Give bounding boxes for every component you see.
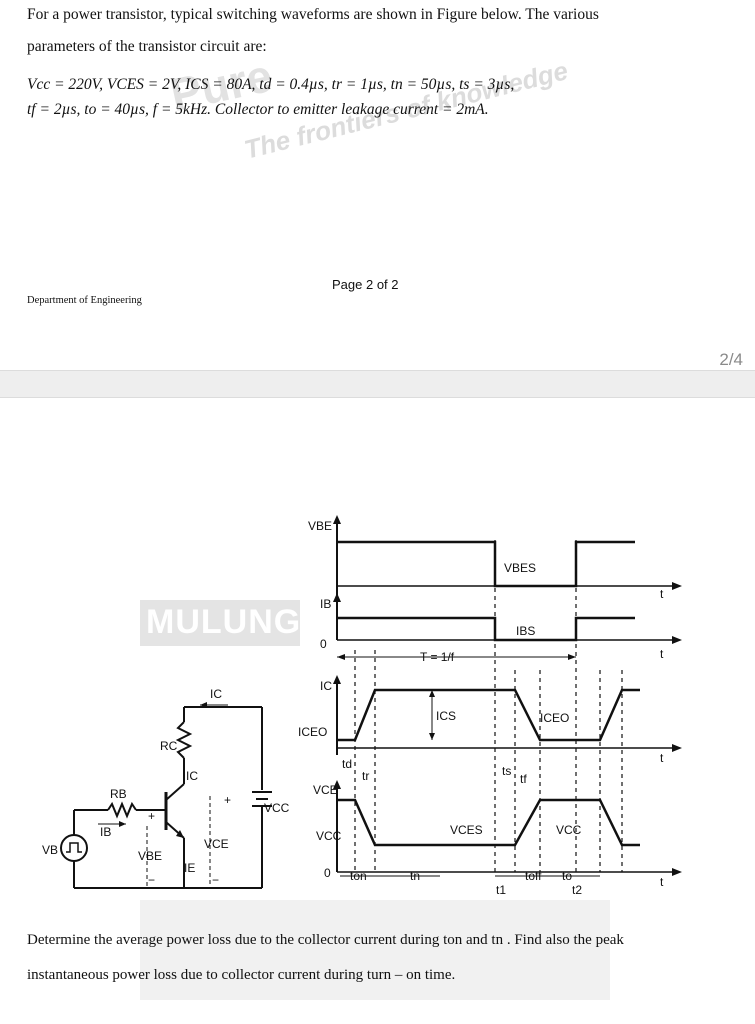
label-ton: ton	[350, 869, 367, 883]
label-t1: t1	[496, 883, 506, 897]
label-t-axis-2: t	[660, 647, 664, 661]
problem-text-line-2: parameters of the transistor circuit are…	[27, 38, 267, 55]
circuit-label-ib: IB	[100, 825, 111, 839]
label-ics: ICS	[436, 709, 456, 723]
circuit-label-minus-2: −	[212, 873, 219, 887]
circuit-label-vbe: VBE	[138, 849, 162, 863]
label-tr: tr	[362, 769, 369, 783]
circuit-label-vce: VCE	[204, 837, 229, 851]
switching-waveform-figure: VBE IB 0 IC ICEO VCE VCC 0 VBES IBS ICS …	[42, 515, 682, 897]
label-vbe: VBE	[308, 519, 332, 533]
circuit-label-ie: IE	[184, 861, 195, 875]
problem-params-line-2: tf = 2µs, to = 40µs, f = 5kHz. Collector…	[27, 101, 489, 118]
circuit-label-plus-2: +	[224, 793, 231, 807]
document-page-1: Pure The frontiers of knowledge For a po…	[0, 0, 755, 370]
label-vces: VCES	[450, 823, 483, 837]
rc-resistor	[175, 721, 193, 759]
label-vcc-left: VCC	[316, 829, 342, 843]
label-zero-vce: 0	[324, 866, 331, 880]
question-line-1: Determine the average power loss due to …	[27, 932, 624, 948]
watermark-logo-shade	[140, 900, 610, 1000]
label-zero-ib: 0	[320, 637, 327, 651]
problem-text-line-1: For a power transistor, typical switchin…	[27, 6, 599, 23]
label-period: T = 1/f	[420, 650, 455, 664]
label-iceo-right: ICEO	[540, 711, 569, 725]
label-t2: t2	[572, 883, 582, 897]
label-vcc-right: VCC	[556, 823, 582, 837]
rb-resistor	[107, 801, 137, 819]
circuit-label-minus-1: −	[148, 873, 155, 887]
label-to: to	[562, 869, 572, 883]
page-divider	[0, 370, 755, 398]
vbe-waveform	[337, 540, 635, 588]
label-t-axis-3: t	[660, 751, 664, 765]
problem-params-line-1: Vcc = 220V, VCES = 2V, ICS = 80A, td = 0…	[27, 76, 515, 93]
circuit-label-vcc: VCC	[264, 801, 290, 815]
circuit-label-vb: VB	[42, 843, 58, 857]
label-t-axis-1: t	[660, 587, 664, 601]
circuit-label-plus-1: +	[148, 809, 155, 823]
vce-waveform	[337, 798, 640, 847]
page-footer-number: Page 2 of 2	[332, 277, 399, 292]
label-ts: ts	[502, 764, 511, 778]
label-tn: tn	[410, 869, 420, 883]
circuit-label-ic-mid: IC	[186, 769, 198, 783]
watermark-logo-block	[140, 600, 300, 646]
base-source-symbol	[60, 834, 88, 862]
circuit-label-rc: RC	[160, 739, 178, 753]
label-toff: toff	[525, 869, 542, 883]
ic-waveform	[337, 688, 640, 742]
ib-waveform	[337, 616, 635, 642]
label-td: td	[342, 757, 352, 771]
watermark-logo-text: MULUNG	[146, 603, 302, 641]
page-footer-department: Department of Engineering	[27, 295, 142, 306]
label-iceo-left: ICEO	[298, 725, 327, 739]
label-vce: VCE	[313, 783, 338, 797]
label-tf: tf	[520, 772, 527, 786]
label-ic: IC	[320, 679, 332, 693]
label-vbes: VBES	[504, 561, 536, 575]
label-t-axis-4: t	[660, 875, 664, 889]
circuit-label-ic-top: IC	[210, 687, 222, 701]
label-ib: IB	[320, 597, 331, 611]
circuit-label-rb: RB	[110, 787, 127, 801]
question-line-2: instantaneous power loss due to collecto…	[27, 967, 456, 983]
page-counter: 2/4	[719, 350, 743, 369]
label-ibs: IBS	[516, 624, 535, 638]
